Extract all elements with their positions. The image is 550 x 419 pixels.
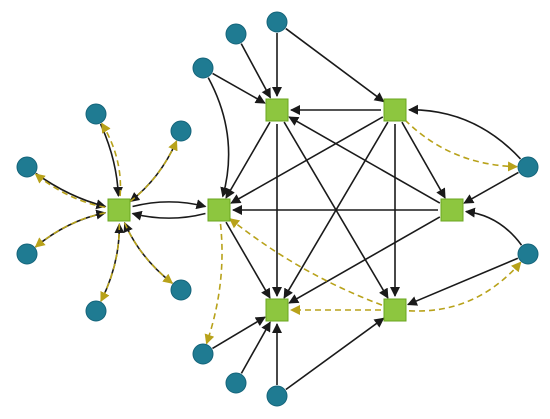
hub-node-h7 <box>383 298 407 322</box>
leaf-node-a6 <box>170 279 192 301</box>
solid-edge-c1-h5 <box>463 171 519 204</box>
dashed-edge-h1-a2 <box>129 140 178 203</box>
leaf-node-b1 <box>192 57 214 79</box>
solid-edge-b2-h3 <box>240 43 272 99</box>
solid-edge-c1-h4 <box>407 104 522 160</box>
dashed-edge-h7-c2 <box>408 261 522 312</box>
leaf-node-a5 <box>85 300 107 322</box>
solid-edge-b1-h2 <box>207 77 230 198</box>
solid-edge-h2-h6 <box>225 221 271 299</box>
dashed-edge-h2-d1 <box>204 223 223 345</box>
hub-node-h6 <box>265 298 289 322</box>
leaf-node-a3 <box>16 156 38 178</box>
solid-edge-h3-h7 <box>283 121 389 299</box>
leaf-node-a2 <box>170 120 192 142</box>
leaf-node-b2 <box>225 23 247 45</box>
dashed-edge-h7-h2 <box>229 218 383 306</box>
hub-node-h1 <box>107 198 131 222</box>
solid-edge-d1-h6 <box>212 316 266 350</box>
solid-edge-a4-h1 <box>34 209 107 248</box>
solid-edge-h3-h2 <box>225 121 271 199</box>
solid-edge-a5-h1 <box>100 222 125 302</box>
hub-node-h4 <box>383 98 407 122</box>
dashed-edge-h1-a4 <box>34 212 106 248</box>
solid-edge-b1-h3 <box>212 72 266 104</box>
hub-node-h2 <box>207 198 231 222</box>
solid-edge-a2-h1 <box>129 140 178 203</box>
solid-edge-h5-h3 <box>288 116 441 204</box>
solid-edge-c2-h7 <box>406 257 519 306</box>
leaf-node-d1 <box>192 343 214 365</box>
dashed-edge-h1-a3 <box>34 173 106 209</box>
leaf-node-a1 <box>85 103 107 125</box>
node-layer <box>16 11 539 407</box>
dashed-edge-h4-c1 <box>404 119 519 172</box>
solid-edge-h5-h6 <box>288 216 441 304</box>
leaf-node-d2 <box>225 372 247 394</box>
solid-edge-a6-h1 <box>123 221 173 284</box>
solid-edge-h4-h5 <box>401 121 446 199</box>
solid-edge-a3-h1 <box>35 172 107 210</box>
leaf-node-c2 <box>517 243 539 265</box>
solid-edge-c2-h5 <box>464 207 523 246</box>
solid-edge-a1-h1 <box>99 123 124 198</box>
dashed-edge-h1-a6 <box>123 222 174 284</box>
leaf-node-c1 <box>517 156 539 178</box>
hub-node-h3 <box>265 98 289 122</box>
solid-edge-d3-h7 <box>285 317 385 391</box>
solid-edge-b3-h4 <box>285 27 385 103</box>
solid-edge-h2-h1 <box>131 210 206 221</box>
leaf-node-b3 <box>266 11 288 33</box>
solid-edge-h1-h2 <box>132 199 207 210</box>
hub-node-h5 <box>440 198 464 222</box>
leaf-node-a4 <box>16 243 38 265</box>
dashed-edge-h1-a5 <box>100 223 121 303</box>
solid-edge-d2-h6 <box>240 321 271 374</box>
edge-layer <box>34 27 523 391</box>
leaf-node-d3 <box>266 385 288 407</box>
